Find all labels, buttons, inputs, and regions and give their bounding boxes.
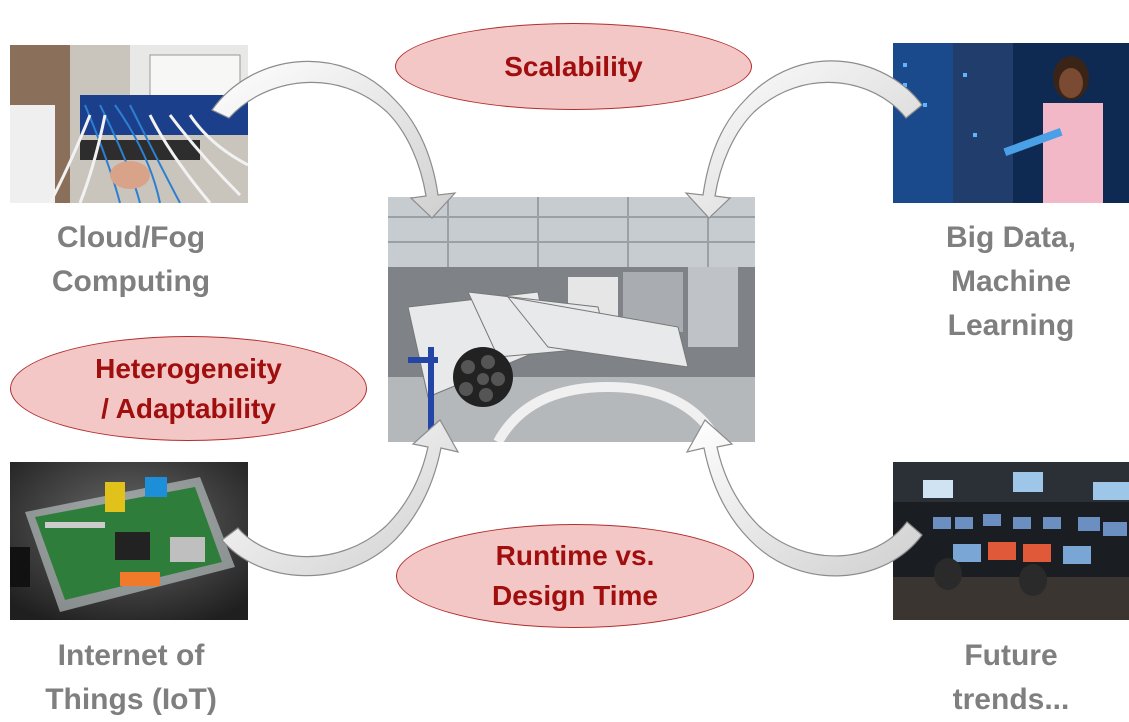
bigdata-caption-line3: Learning	[947, 309, 1075, 342]
iot-caption-line2: Things (IoT)	[45, 683, 217, 716]
scalability-label: Scalability	[504, 50, 643, 82]
cloud-caption-line1: Cloud/Fog	[56, 221, 206, 254]
data-center-photo	[893, 43, 1129, 203]
bigdata-caption-line1: Big Data,	[945, 221, 1077, 254]
heterogeneity-label-line1: Heterogeneity	[95, 352, 282, 384]
runtime-ellipse: Runtime vs. Design Time	[396, 524, 754, 628]
future-caption-line1: Future	[964, 639, 1058, 672]
cloud-caption-line2: Computing	[51, 265, 211, 298]
heterogeneity-ellipse: Heterogeneity / Adaptability	[10, 336, 367, 441]
iot-caption: Internet of Things (IoT)	[20, 634, 242, 722]
server-rack-photo	[10, 45, 248, 203]
bigdata-caption: Big Data, Machine Learning	[900, 216, 1122, 348]
future-caption: Future trends...	[900, 634, 1122, 722]
bigdata-caption-line2: Machine	[950, 265, 1072, 298]
cloud-caption: Cloud/Fog Computing	[20, 216, 242, 304]
runtime-label-line1: Runtime vs.	[495, 540, 655, 571]
raspberry-pi-photo	[10, 462, 248, 620]
iot-caption-line1: Internet of	[57, 639, 205, 672]
control-room-photo	[893, 462, 1129, 620]
scalability-ellipse: Scalability	[395, 23, 752, 110]
runtime-label-line2: Design Time	[492, 580, 658, 611]
heterogeneity-label-line2: / Adaptability	[101, 392, 276, 424]
future-caption-line2: trends...	[952, 683, 1070, 716]
rocket-factory-photo	[388, 197, 755, 442]
